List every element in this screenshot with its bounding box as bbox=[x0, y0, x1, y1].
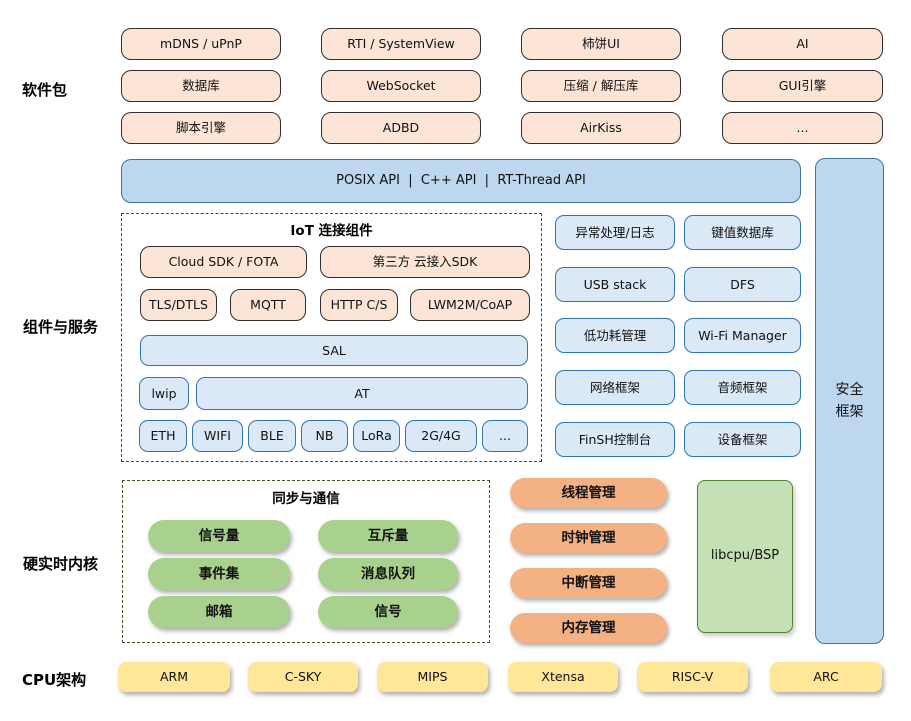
component-network-framework: 网络框架 bbox=[555, 370, 675, 405]
component-finsh-console: FinSH控制台 bbox=[555, 422, 675, 457]
iot-cloud-sdk-fota: Cloud SDK / FOTA bbox=[140, 246, 307, 278]
iot-link-more: ... bbox=[482, 420, 528, 452]
section-label-software-packages: 软件包 bbox=[22, 81, 68, 99]
iot-lwip: lwip bbox=[139, 377, 189, 410]
section-label-cpu-arch: CPU架构 bbox=[22, 671, 87, 689]
security-framework-line1: 安全 bbox=[835, 381, 864, 398]
component-exception-log: 异常处理/日志 bbox=[555, 215, 675, 250]
section-label-components-services: 组件与服务 bbox=[23, 318, 99, 336]
iot-lwm2m-coap: LWM2M/CoAP bbox=[410, 289, 530, 321]
iot-group-title: IoT 连接组件 bbox=[290, 223, 373, 239]
package-adbd: ADBD bbox=[321, 112, 481, 144]
iot-tls-dtls: TLS/DTLS bbox=[140, 289, 217, 321]
iot-sal: SAL bbox=[140, 335, 528, 366]
kernel-interrupt-mgmt: 中断管理 bbox=[510, 568, 667, 598]
package-persimmon-ui: 柿饼UI bbox=[521, 28, 681, 60]
kernel-memory-mgmt: 内存管理 bbox=[510, 613, 667, 643]
sync-communication-group bbox=[122, 480, 490, 643]
package-gui-engine: GUI引擎 bbox=[722, 70, 883, 102]
cpu-csky: C-SKY bbox=[248, 662, 358, 692]
component-audio-framework: 音频框架 bbox=[684, 370, 801, 405]
component-low-power-mgmt: 低功耗管理 bbox=[555, 318, 675, 353]
sync-semaphore: 信号量 bbox=[148, 520, 290, 552]
component-usb-stack: USB stack bbox=[555, 267, 675, 302]
component-kv-database: 键值数据库 bbox=[684, 215, 801, 250]
iot-link-lora: LoRa bbox=[353, 420, 400, 452]
sync-signal: 信号 bbox=[318, 596, 458, 628]
iot-link-nb: NB bbox=[301, 420, 348, 452]
package-websocket: WebSocket bbox=[321, 70, 481, 102]
iot-link-ble: BLE bbox=[248, 420, 296, 452]
sync-event-set: 事件集 bbox=[148, 558, 290, 590]
iot-mqtt: MQTT bbox=[230, 289, 306, 321]
cpu-mips: MIPS bbox=[377, 662, 488, 692]
cpu-arm: ARM bbox=[118, 662, 230, 692]
sync-mailbox: 邮箱 bbox=[148, 596, 290, 628]
sync-message-queue: 消息队列 bbox=[318, 558, 458, 590]
security-framework-line2: 框架 bbox=[835, 404, 864, 420]
iot-at: AT bbox=[196, 377, 528, 410]
package-airkiss: AirKiss bbox=[521, 112, 681, 144]
libcpu-bsp-box: libcpu/BSP bbox=[697, 480, 793, 633]
package-rti-systemview: RTI / SystemView bbox=[321, 28, 481, 60]
sync-group-title: 同步与通信 bbox=[272, 491, 340, 507]
kernel-clock-mgmt: 时钟管理 bbox=[510, 523, 667, 553]
package-mdns-upnp: mDNS / uPnP bbox=[121, 28, 281, 60]
kernel-thread-mgmt: 线程管理 bbox=[510, 478, 667, 508]
security-framework-box: 安全 框架 bbox=[815, 158, 884, 644]
iot-http-cs: HTTP C/S bbox=[320, 289, 398, 321]
cpu-xtensa: Xtensa bbox=[508, 662, 618, 692]
package-ai: AI bbox=[722, 28, 883, 60]
package-database: 数据库 bbox=[121, 70, 281, 102]
iot-link-2g4g: 2G/4G bbox=[405, 420, 477, 452]
cpu-arc: ARC bbox=[770, 662, 882, 692]
cpu-riscv: RISC-V bbox=[637, 662, 748, 692]
iot-link-eth: ETH bbox=[139, 420, 187, 452]
package-more: ... bbox=[722, 112, 883, 144]
section-label-kernel: 硬实时内核 bbox=[23, 555, 99, 573]
component-wifi-manager: Wi-Fi Manager bbox=[684, 318, 801, 353]
component-dfs: DFS bbox=[684, 267, 801, 302]
sync-mutex: 互斥量 bbox=[318, 520, 458, 552]
iot-third-party-sdk: 第三方 云接入SDK bbox=[320, 246, 530, 278]
api-layer-bar: POSIX API | C++ API | RT-Thread API bbox=[121, 159, 801, 203]
package-script-engine: 脚本引擎 bbox=[121, 112, 281, 144]
component-device-framework: 设备框架 bbox=[684, 422, 801, 457]
iot-link-wifi: WIFI bbox=[192, 420, 243, 452]
iot-connectivity-group bbox=[121, 213, 542, 462]
package-compression: 压缩 / 解压库 bbox=[521, 70, 681, 102]
